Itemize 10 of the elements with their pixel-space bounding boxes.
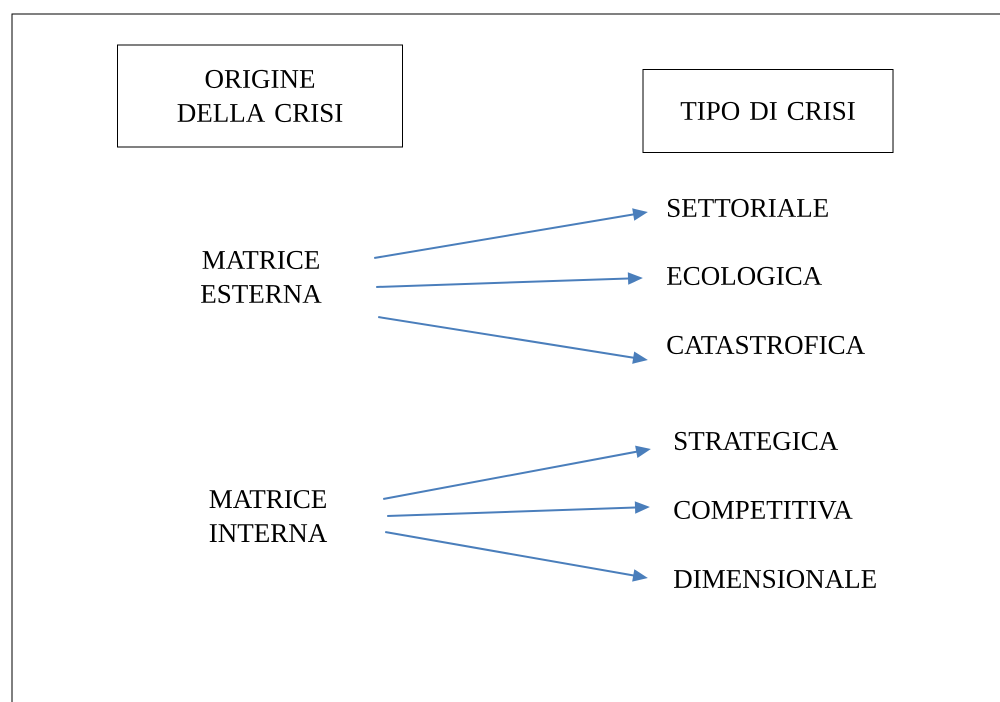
origin-label: MATRICE ESTERNA bbox=[201, 250, 322, 304]
crisis-type-label: ECOLOGICA bbox=[667, 266, 822, 286]
heading-box: ORIGINE DELLA CRISI bbox=[117, 44, 403, 148]
crisis-type-label: DIMENSIONALE bbox=[674, 570, 876, 588]
crisis-type-label: COMPETITIVA bbox=[674, 500, 853, 520]
origin-label: MATRICE INTERNA bbox=[210, 490, 328, 542]
crisis-type-label: SETTORIALE bbox=[668, 198, 828, 218]
heading-box: TIPO DI CRISI bbox=[642, 69, 894, 153]
crisis-type-label: CATASTROFICA bbox=[667, 336, 865, 354]
crisis-type-label: STRATEGICA bbox=[675, 432, 838, 450]
